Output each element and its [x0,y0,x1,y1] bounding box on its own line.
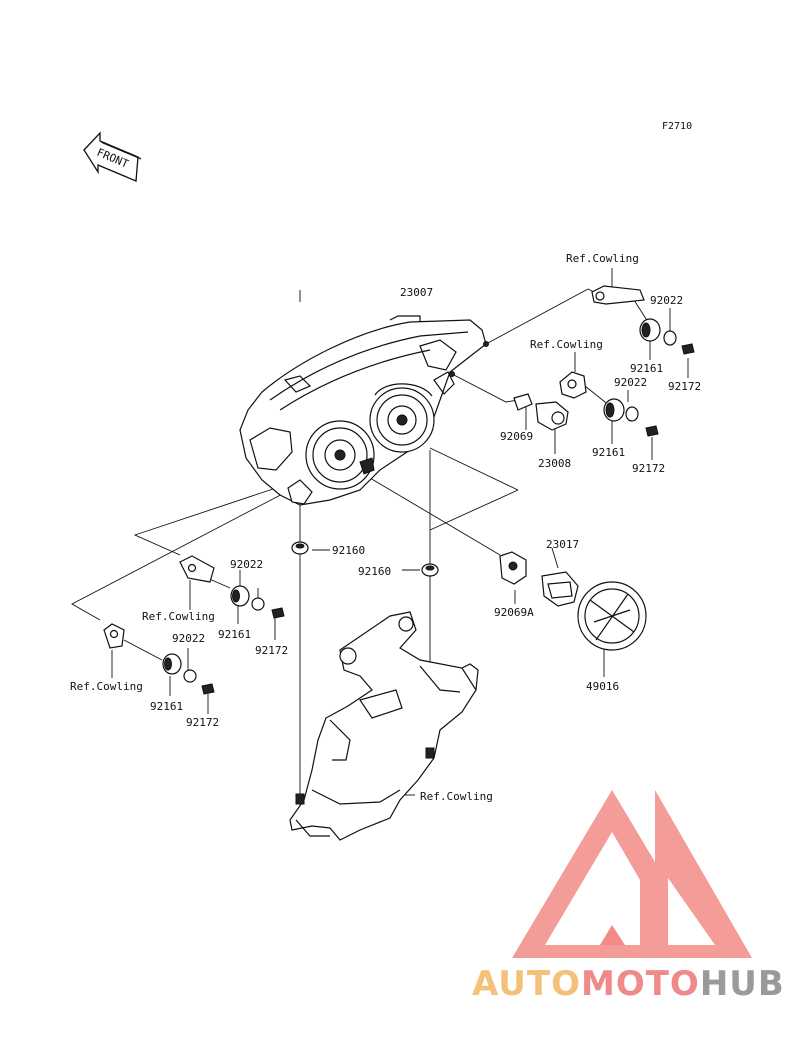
ref-cowling-bracket-top-right [591,285,645,305]
label-92022-mid-right: 92022 [614,376,647,389]
ref-cowling-bracket-left-lower [103,623,125,649]
label-ref-cowling-left-lower: Ref.Cowling [70,680,143,693]
label-23008: 23008 [538,457,571,470]
label-92172-top-right: 92172 [668,380,701,393]
label-92069: 92069 [500,430,533,443]
nut-center [421,563,439,577]
label-92161-left-upper: 92161 [218,628,251,641]
watermark-hub: HUB [700,964,785,1004]
watermark-moto: MOTO [581,964,700,1004]
label-92161-mid-right: 92161 [592,446,625,459]
bolt-top-right-icon [681,343,695,355]
label-ref-cowling-bracket: Ref.Cowling [420,790,493,803]
bolt-left-upper-icon [271,607,285,619]
bolt-mid-right-icon [645,425,659,437]
washer-left-lower [183,669,197,683]
damper-left-lower [162,653,182,675]
label-92172-left-upper: 92172 [255,644,288,657]
washer-left-upper [251,597,265,611]
ref-cowling-bracket-left-upper [179,555,215,583]
label-92161-left-lower: 92161 [150,700,183,713]
bolt-left-lower-icon [201,683,215,695]
position-bulb [513,393,533,411]
label-92172-left-lower: 92172 [186,716,219,729]
label-92022-top-right: 92022 [650,294,683,307]
label-92022-left-lower: 92022 [172,632,205,645]
washer-top-right [663,330,677,346]
label-49016: 49016 [586,680,619,693]
front-arrow-icon: FRONT [83,131,142,182]
watermark-text: AUTOMOTOHUB [472,964,785,1004]
ref-cowling-bracket-mid-right [559,371,587,399]
label-ref-cowling-left-upper: Ref.Cowling [142,610,215,623]
head-socket [541,571,579,607]
label-ref-cowling-mid: Ref.Cowling [530,338,603,351]
label-92172-mid-right: 92172 [632,462,665,475]
label-23017: 23017 [546,538,579,551]
label-ref-cowling-top: Ref.Cowling [566,252,639,265]
damper-left-upper [230,585,250,607]
damper-mid-right [603,398,625,422]
washer-mid-right [625,406,639,422]
watermark-logo-icon [512,790,752,958]
cowling-stay-bracket [289,611,479,841]
label-92160-center: 92160 [358,565,391,578]
headlight-cap [577,581,647,651]
headlight-assembly [239,315,489,506]
label-23007: 23007 [400,286,433,299]
position-socket [535,401,569,431]
label-92160-left: 92160 [332,544,365,557]
damper-top-right [639,318,661,342]
watermark-auto: AUTO [472,964,581,1004]
figure-number: F2710 [662,121,692,132]
nut-left [291,541,309,555]
label-92161-top-right: 92161 [630,362,663,375]
head-bulb [499,551,527,585]
label-92069a: 92069A [494,606,534,619]
label-92022-left-upper: 92022 [230,558,263,571]
